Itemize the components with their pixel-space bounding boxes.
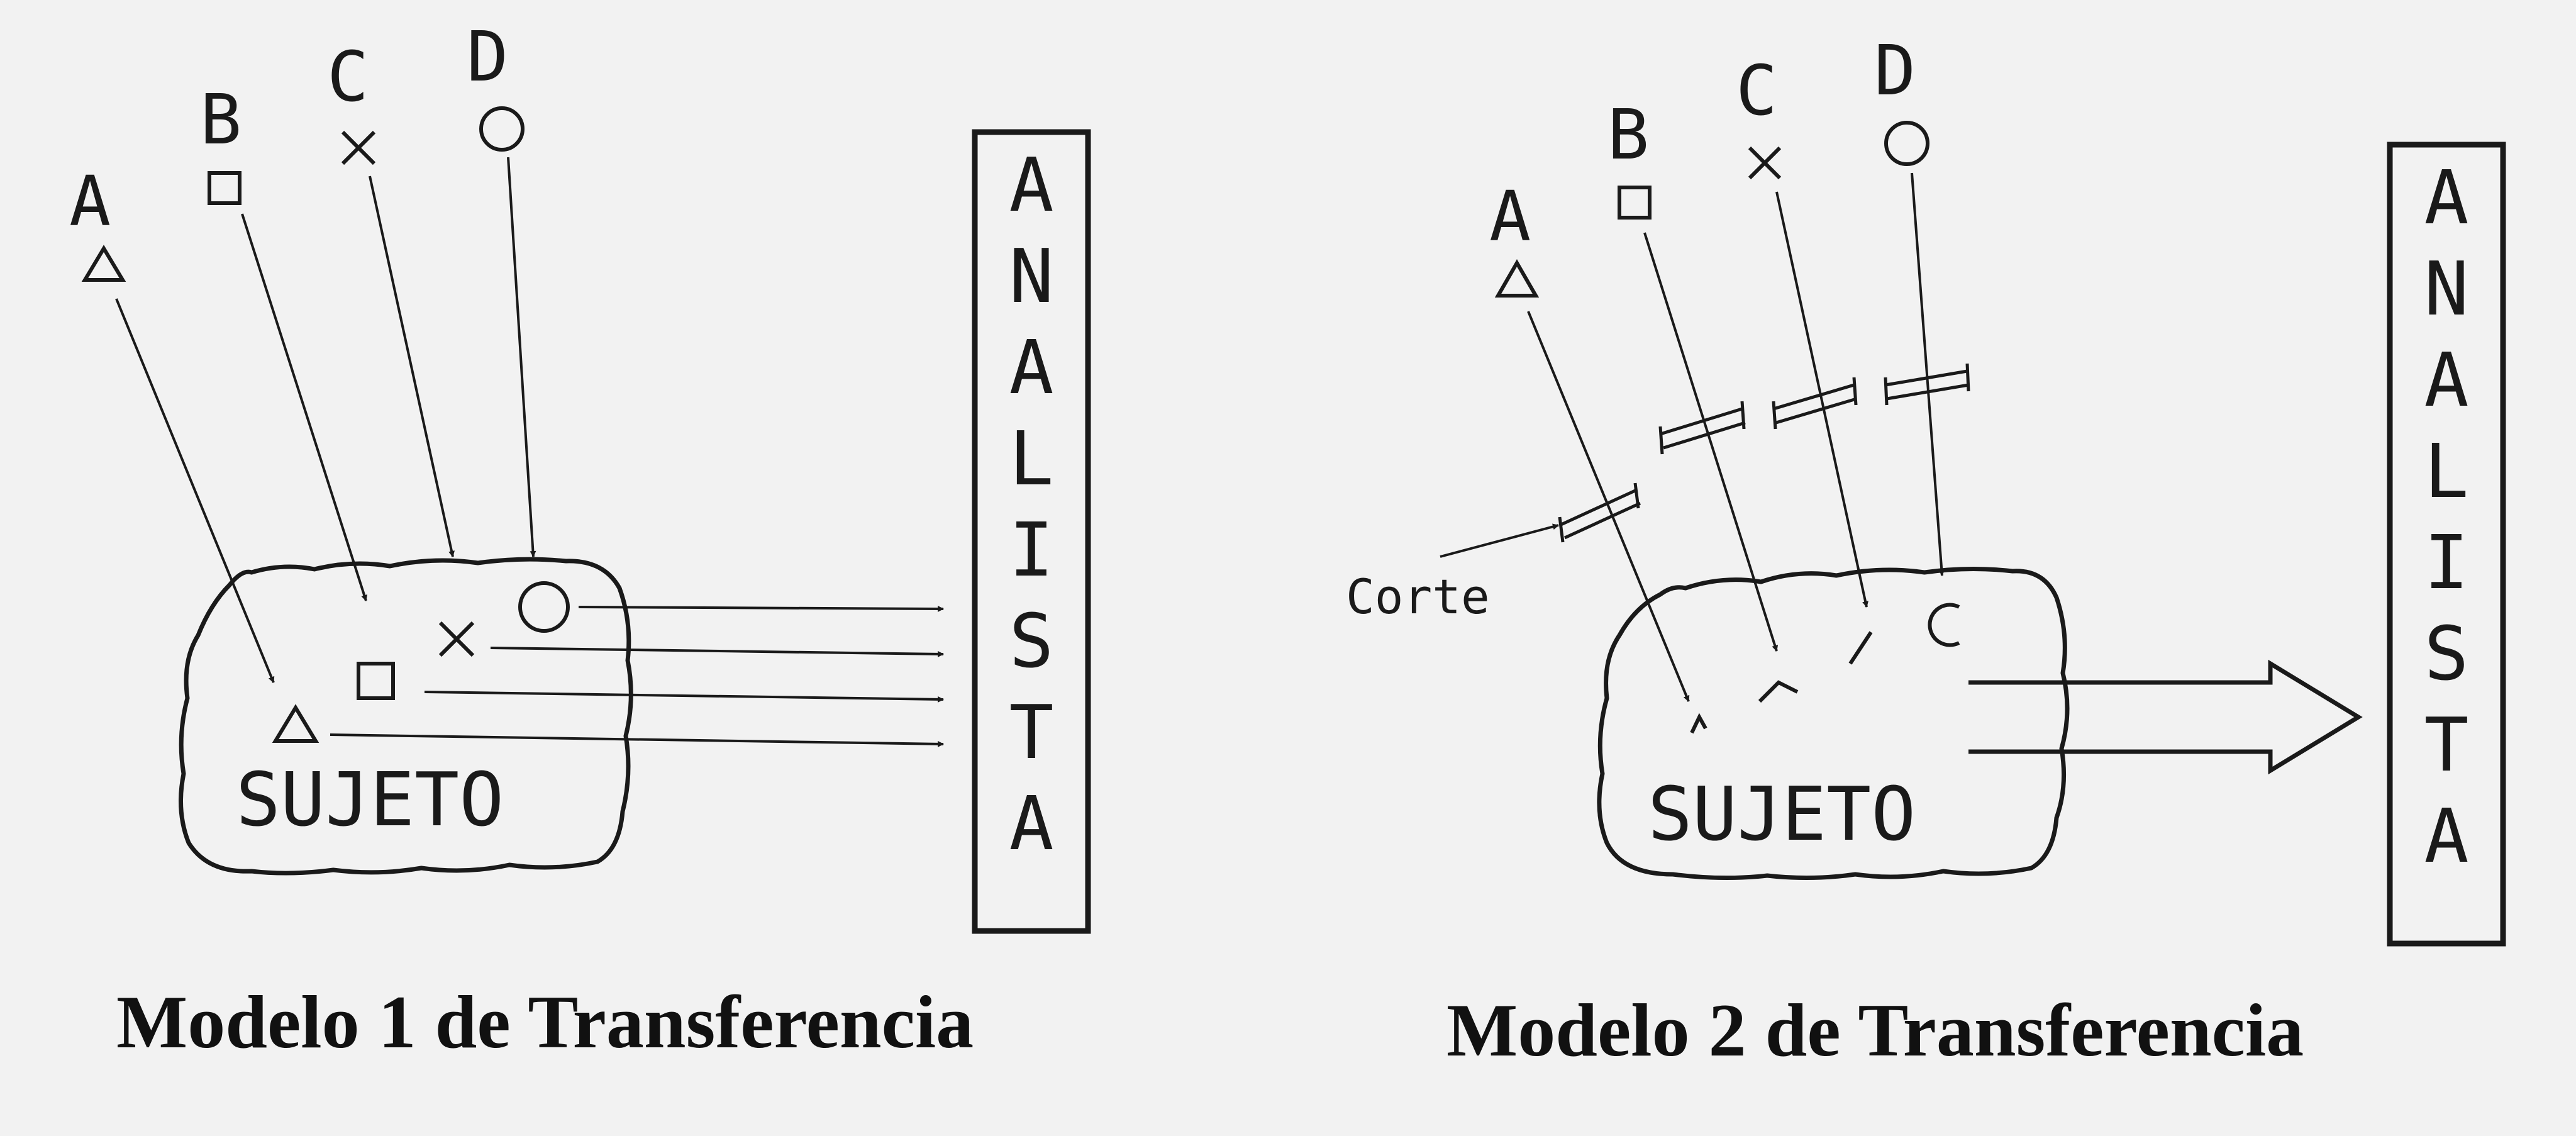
transfer-arrow-1-1	[578, 605, 944, 612]
source-label-d-2: D	[1874, 30, 1916, 111]
square-marker-b-2	[1618, 186, 1652, 220]
circle-marker-d-2	[1884, 121, 1929, 166]
triangle-marker-a-2	[1494, 259, 1540, 298]
arrow-a-2	[1527, 311, 1690, 702]
cross-marker-c-2	[1748, 146, 1782, 180]
cross-marker-c-1	[341, 130, 376, 165]
transfer-arrow-1-4	[330, 733, 944, 747]
model-2: SUJETO A B C D	[1346, 30, 2506, 1072]
subject-blob-2	[1597, 566, 2070, 881]
arrow-b-2	[1643, 232, 1779, 652]
big-transfer-arrow-2	[1968, 659, 2363, 775]
transfer-arrow-1-3	[424, 691, 944, 703]
cut-mark-c	[1772, 377, 1858, 430]
transfer-arrow-1-2	[490, 647, 944, 657]
cut-mark-b	[1658, 401, 1746, 455]
cut-mark-a	[1558, 482, 1641, 543]
subject-label-1: SUJETO	[236, 756, 504, 843]
fragment-triangle-2	[1690, 713, 1707, 734]
arrow-a-1	[115, 298, 275, 683]
fragment-circle-2	[1928, 603, 1960, 647]
subject-label-2: SUJETO	[1648, 771, 1916, 857]
source-label-c-1: C	[327, 36, 369, 117]
caption-model-1: Modelo 1 de Transferencia	[116, 980, 974, 1064]
arrow-b-1	[241, 213, 368, 601]
source-label-a-1: A	[69, 161, 111, 242]
arrow-c-1	[369, 175, 455, 557]
source-label-b-2: B	[1607, 94, 1649, 175]
caption-model-2: Modelo 2 de Transferencia	[1446, 988, 2304, 1072]
analyst-box-2	[2387, 142, 2506, 947]
cut-label: Corte	[1346, 569, 1490, 625]
arrow-d-2	[1911, 172, 1945, 576]
square-inside-1	[357, 662, 395, 700]
cut-mark-d	[1884, 363, 1970, 406]
analyst-box-1	[972, 129, 1091, 934]
circle-inside-1	[518, 581, 570, 633]
cut-pointer-arrow	[1440, 523, 1559, 558]
fragment-square-2	[1758, 680, 1799, 703]
arrow-d-1	[507, 157, 536, 557]
source-label-c-2: C	[1736, 50, 1777, 131]
triangle-inside-1	[272, 704, 319, 743]
square-marker-b-1	[208, 171, 242, 205]
source-label-b-1: B	[200, 79, 242, 160]
fragment-cross-2	[1848, 631, 1873, 665]
cross-inside-1	[438, 621, 475, 657]
source-label-a-2: A	[1489, 176, 1531, 257]
triangle-marker-a-1	[81, 245, 126, 282]
circle-marker-d-1	[479, 106, 525, 152]
subject-blob-1	[179, 557, 633, 876]
source-label-d-1: D	[467, 16, 508, 97]
arrow-c-2	[1775, 191, 1868, 608]
